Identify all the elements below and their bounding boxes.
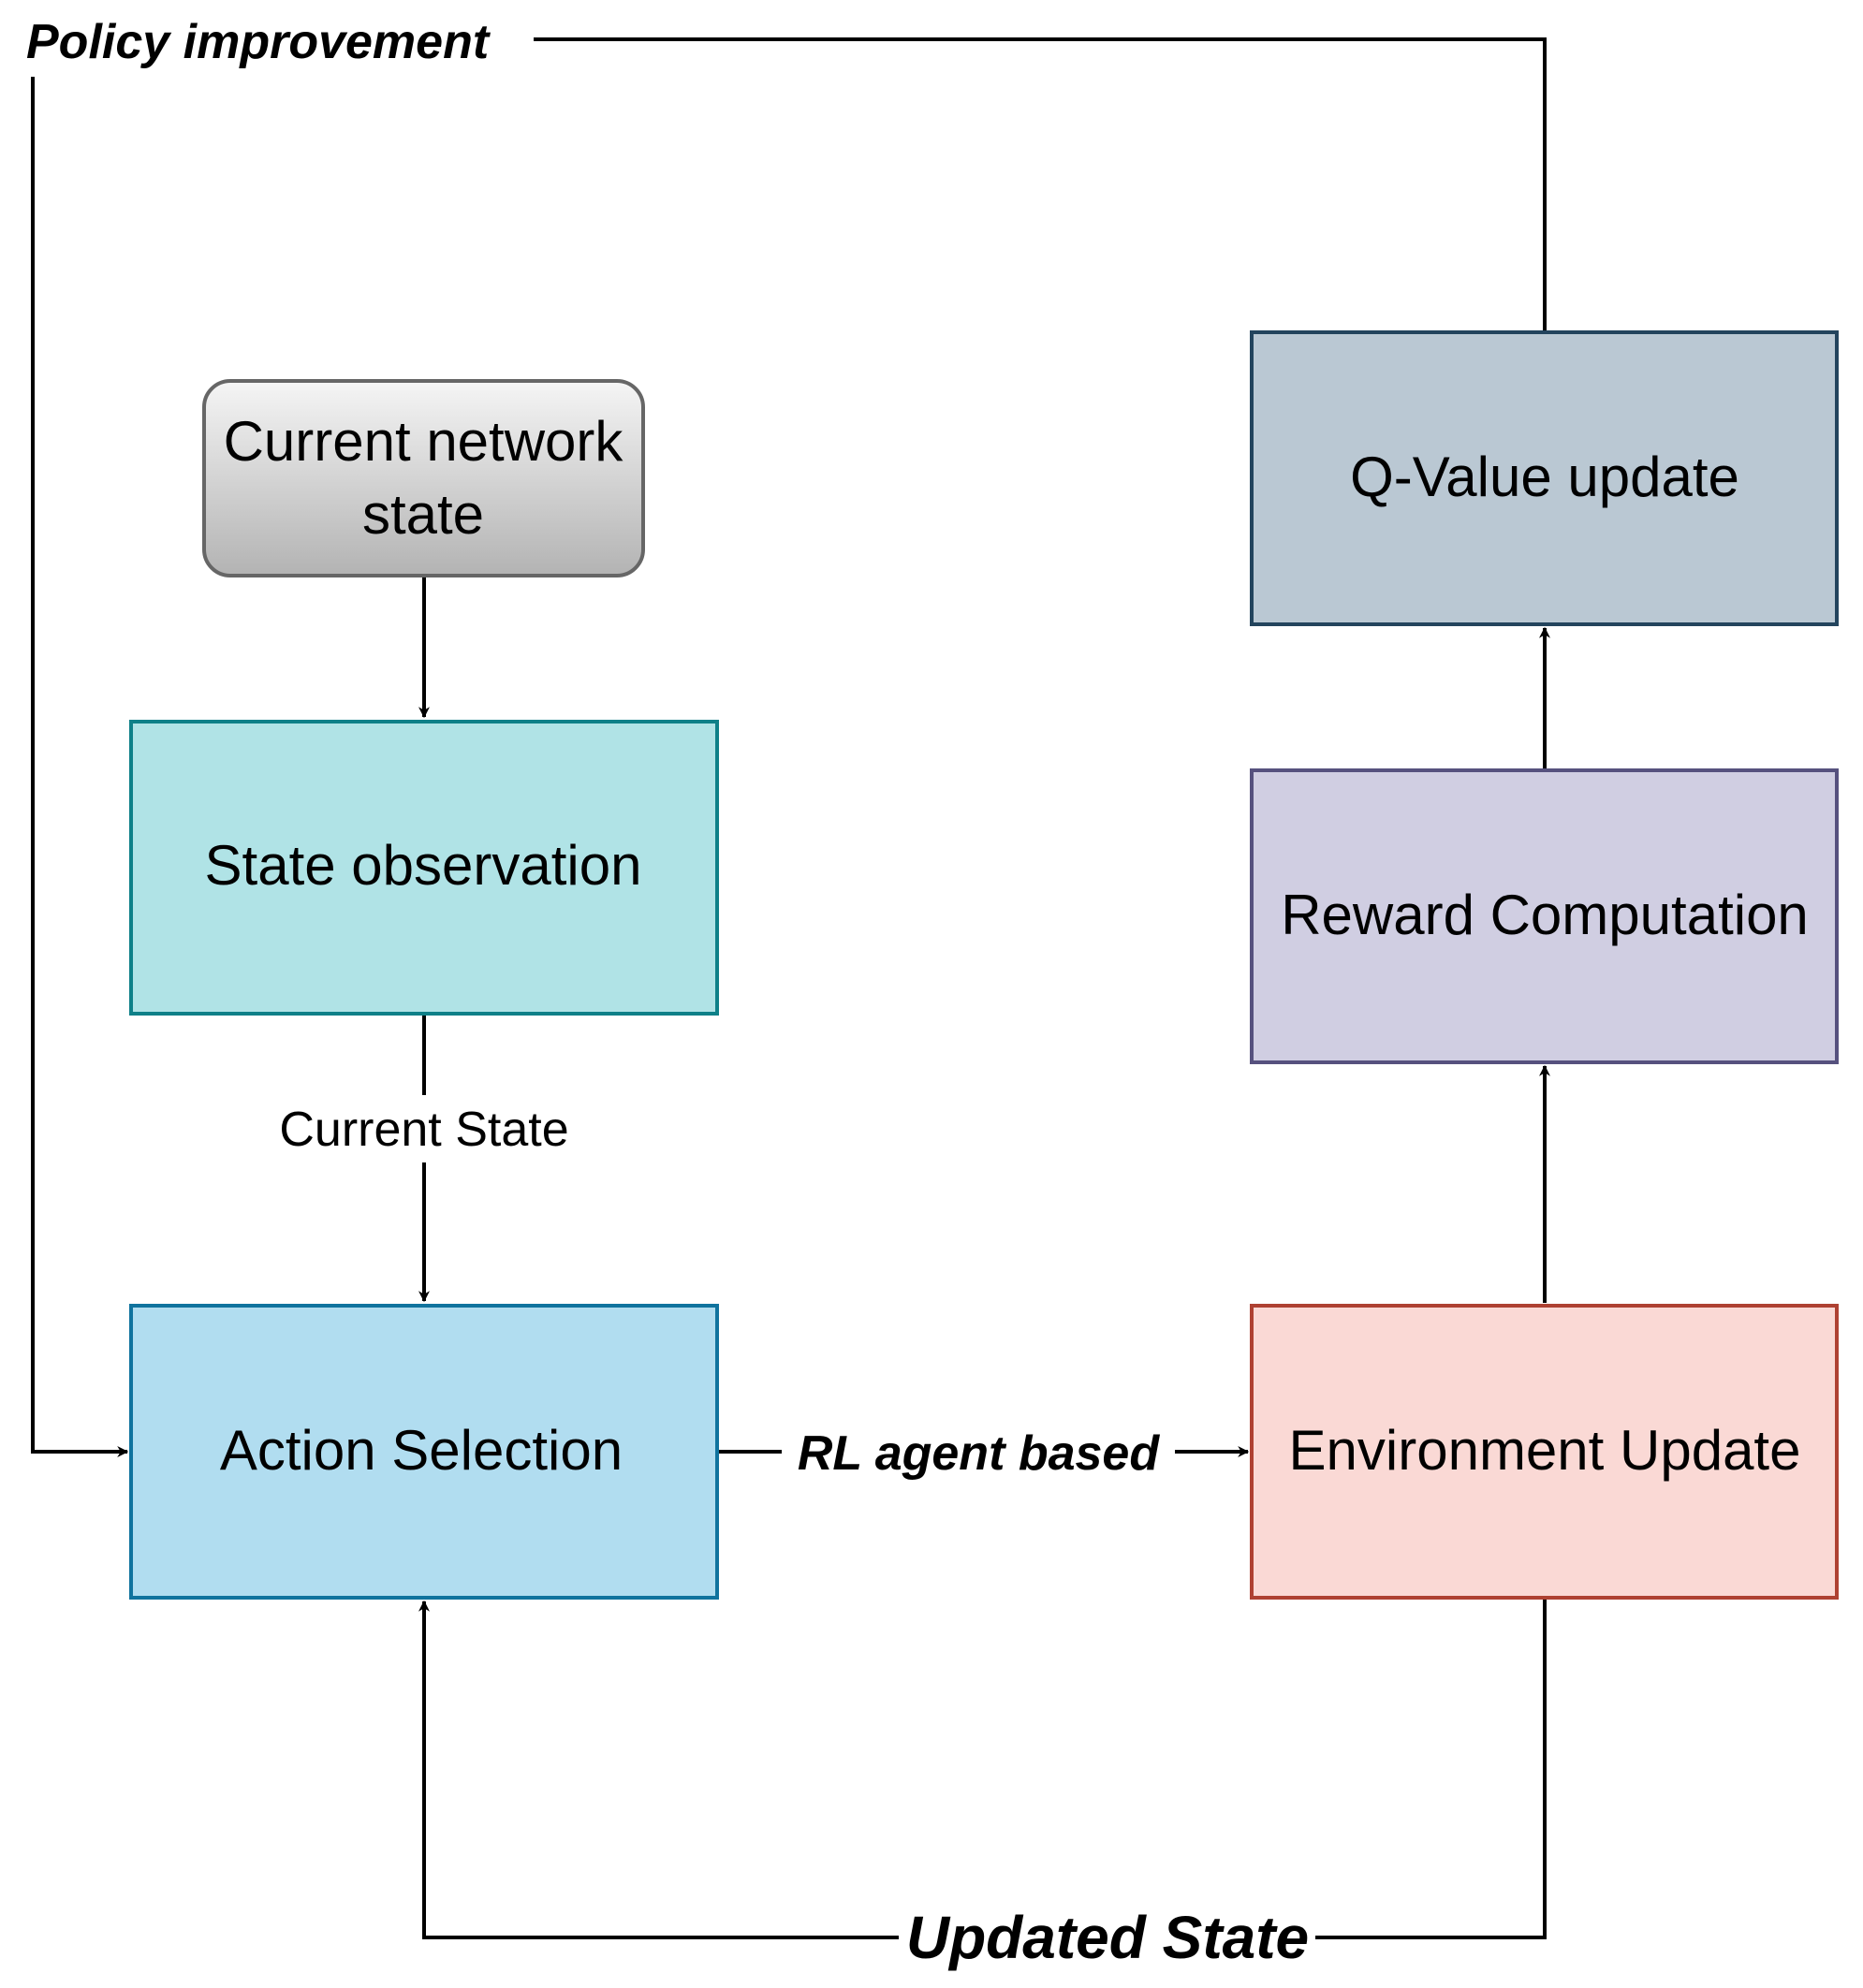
node-label: state [362,483,484,546]
policy-improvement-label: Policy improvement [26,15,491,69]
current-state-label: Current State [279,1103,568,1157]
node-label: Reward Computation [1281,884,1809,946]
edge-action-to-environment: RL agent based [719,1426,1250,1481]
node-q-value-update: Q-Value update [1250,330,1839,626]
node-action-selection: Action Selection [129,1304,719,1600]
edge-qvalue-to-action-policy: Policy improvement [26,15,1547,1457]
edge-observation-to-action: Current State [279,1016,569,1303]
node-label: State observation [205,834,642,897]
node-state-observation: State observation [129,720,719,1016]
node-label: Action Selection [220,1419,623,1482]
node-label: Current network [224,410,624,473]
edge-environment-to-action-updated-state: Updated State [418,1600,1547,1971]
rl-agent-label: RL agent based [798,1426,1160,1481]
node-environment-update: Environment Update [1250,1304,1839,1600]
node-label: Environment Update [1289,1419,1801,1482]
updated-state-label: Updated State [906,1904,1309,1971]
node-reward-computation: Reward Computation [1250,768,1839,1064]
node-current-network-state: Current network state [202,379,645,577]
node-label: Q-Value update [1350,446,1739,508]
